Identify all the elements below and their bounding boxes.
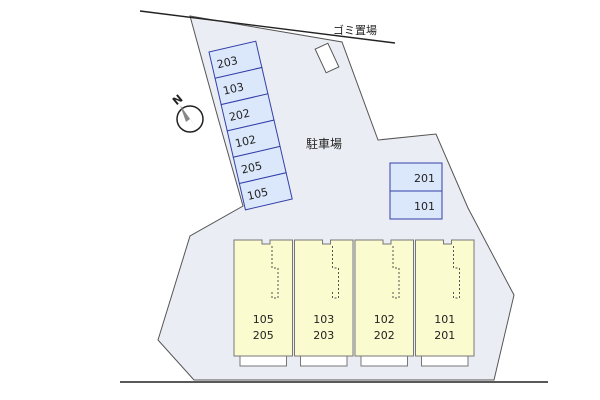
unit-number-lower: 101 [434,313,455,326]
parking-stall: 201 [389,162,443,192]
parking-stall: 105 [238,172,293,211]
parking-stall-label: 203 [216,54,239,71]
parking-stall-label: 105 [246,185,269,202]
parking-stall: 205 [232,145,287,185]
garbage-label: ゴミ置場 [333,23,377,37]
unit-number-upper: 203 [313,329,334,342]
parking-stall-label: 205 [240,159,263,176]
stair-outline [392,246,400,299]
parking-stall-label: 102 [234,133,257,150]
unit-number-upper: 202 [374,329,395,342]
unit-number-upper: 201 [434,329,455,342]
compass-label: N [170,92,185,108]
stair-outline [453,246,460,299]
parking-column-right: 201 101 [389,162,443,220]
parking-stall-label: 201 [414,172,435,185]
road-line-top [139,10,396,44]
unit-number-lower: 102 [374,313,395,326]
parking-stall: 102 [226,119,281,158]
unit-number-lower: 103 [313,313,334,326]
parking-stall: 103 [214,66,269,106]
parking-column-left: 203 103 202 102 205 105 [208,40,293,211]
parking-stall-label: 103 [222,80,245,97]
north-compass-icon: N [170,92,204,133]
garbage-area [314,42,340,74]
parking-stall-label: 101 [414,200,435,213]
parking-stall-label: 202 [228,107,251,124]
stair-outline [271,246,279,299]
parking-stall: 203 [208,40,263,79]
parking-stall: 202 [220,93,275,132]
unit-number-lower: 105 [253,313,274,326]
parking-stall: 101 [389,190,443,220]
stair-outline [332,246,339,299]
unit-number-upper: 205 [253,329,274,342]
parking-label: 駐車場 [306,136,342,151]
